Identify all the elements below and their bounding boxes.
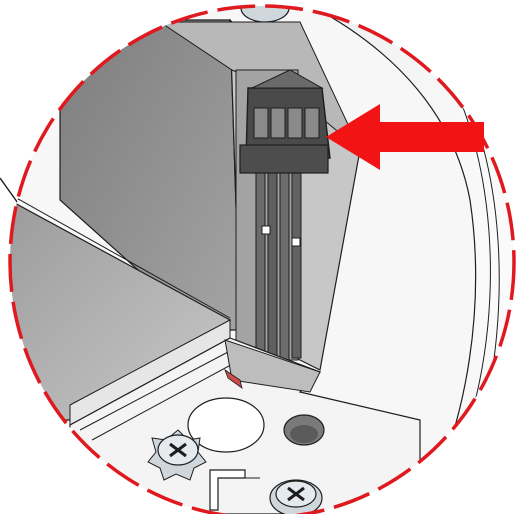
callout-ring	[8, 4, 516, 514]
red-arrow-icon	[326, 104, 484, 170]
bracket	[209, 469, 246, 511]
four-pin-connector-icon	[239, 69, 331, 174]
leader-line	[0, 177, 21, 207]
phillips-screw-icon	[147, 429, 207, 481]
phillips-screw-icon	[269, 479, 323, 514]
mounting-hole	[187, 397, 265, 453]
